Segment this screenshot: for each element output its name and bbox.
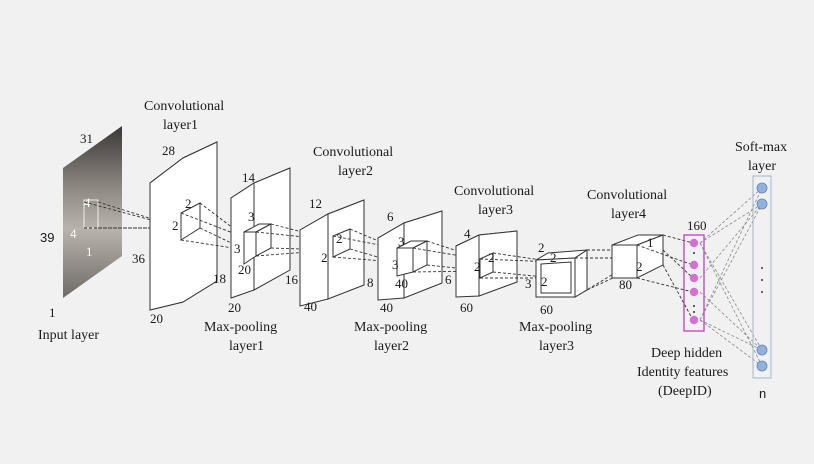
conv4-title-2: layer4: [611, 207, 646, 222]
pool2-dim-left: 8: [367, 275, 374, 290]
pool3-kernel-top: 2: [550, 250, 557, 265]
pool1-kernel-top: 3: [248, 209, 255, 224]
softmax-nodes: [757, 183, 767, 371]
deepid-neuron: [690, 274, 698, 282]
conv1-dim-bottom: 20: [150, 311, 163, 326]
pool2-kernel-top: 3: [398, 234, 405, 249]
conv1-title-2: layer1: [163, 118, 198, 133]
deepid-ellipsis-dot: [693, 252, 695, 254]
softmax-neuron: [757, 361, 767, 371]
pool1-title-2: layer1: [229, 339, 264, 354]
pool2-dim-bottom: 40: [380, 300, 393, 315]
conv2-dim-top: 12: [309, 196, 322, 211]
pool2-dim-top: 6: [387, 209, 394, 224]
softmax-ellipsis-dot: [761, 267, 763, 269]
pool1-kernel-side: 3: [234, 241, 241, 256]
pool3-dim-bottom: 60: [540, 302, 553, 317]
pool2-kernel-side: 3: [392, 257, 399, 272]
conv1-kernel-side: 2: [172, 218, 179, 233]
deepid-label-3: (DeepID): [658, 384, 712, 399]
conv4-dim-bottom: 80: [619, 277, 632, 292]
pool1-dim-bottom: 20: [228, 300, 241, 315]
softmax-ellipsis-dot: [761, 279, 763, 281]
conv3-dim-bottom: 60: [460, 300, 473, 315]
conv1-dim-top: 28: [162, 143, 175, 158]
softmax-size: n: [759, 386, 766, 401]
conv1-kernel-top: 2: [185, 196, 192, 211]
input-width-label: 31: [80, 131, 93, 146]
softmax-title-2: layer: [748, 159, 776, 174]
deepid-size: 160: [687, 218, 707, 233]
softmax-ellipsis-dot: [761, 291, 763, 293]
conv3-dim-top: 4: [464, 226, 471, 241]
conv3-dim-left: 6: [445, 272, 452, 287]
pool3-kernel-side: 2: [541, 274, 548, 289]
conv4-dim-side: 2: [636, 259, 643, 274]
input-height-label: 39: [40, 230, 54, 245]
deepid-label-1: Deep hidden: [651, 346, 722, 361]
deepid-neuron: [690, 288, 698, 296]
deepid-neuron: [690, 239, 698, 247]
deepid-nodes: [690, 239, 698, 324]
pool3-dim-top: 2: [538, 240, 545, 255]
conv2-block: [300, 200, 364, 306]
deepid-ellipsis-dot: [693, 311, 695, 313]
conv3-kernel-top: 2: [488, 250, 495, 265]
conv2-dim-bottom: 40: [304, 299, 317, 314]
deepid-neuron: [690, 261, 698, 269]
conv1-title-1: Convolutional: [144, 99, 224, 114]
conv3-title-2: layer3: [478, 203, 513, 218]
pool3-title-2: layer3: [539, 339, 574, 354]
pool1-dim-right: 18: [213, 271, 226, 286]
softmax-title-1: Soft-max: [735, 140, 787, 155]
conv1-dim-left: 36: [132, 251, 146, 266]
input-kernel-h: 4: [70, 226, 77, 241]
conv2-title-1: Convolutional: [313, 145, 393, 160]
input-depth-label: 1: [49, 305, 56, 320]
deepid-ellipsis-dot: [693, 305, 695, 307]
softmax-neuron: [757, 199, 767, 209]
conv2-dim-left: 16: [285, 272, 299, 287]
pool1-kernel-depth: 20: [238, 262, 251, 277]
deepid-label-2: Identity features: [637, 365, 728, 380]
conv2-title-2: layer2: [338, 164, 373, 179]
conv3-title-1: Convolutional: [454, 184, 534, 199]
conv4-dim-right: 1: [647, 235, 654, 250]
deepid-neuron: [690, 316, 698, 324]
pool3-dim-left: 3: [525, 276, 532, 291]
pool1-dim-top: 14: [242, 170, 256, 185]
pool2-title-1: Max-pooling: [354, 320, 427, 335]
pool1-title-1: Max-pooling: [204, 320, 277, 335]
conv2-kernel-side: 2: [321, 250, 328, 265]
input-layer-label: Input layer: [38, 328, 99, 343]
conv4-title-1: Convolutional: [587, 188, 667, 203]
conv3-kernel-side: 2: [474, 259, 481, 274]
input-kernel-d: 1: [86, 244, 93, 259]
pool2-kernel-depth: 40: [395, 276, 408, 291]
conv2-kernel-top: 2: [336, 231, 343, 246]
input-image: [63, 126, 122, 298]
softmax-neuron: [757, 345, 767, 355]
softmax-neuron: [757, 183, 767, 193]
pool3-title-1: Max-pooling: [519, 320, 592, 335]
pool2-title-2: layer2: [374, 339, 409, 354]
